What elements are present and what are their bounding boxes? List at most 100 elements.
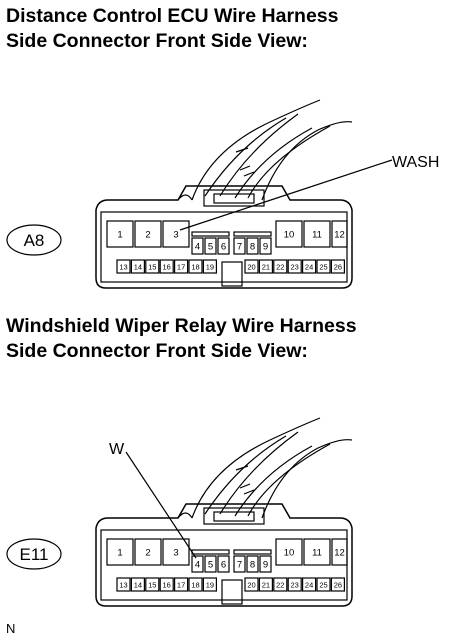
pin-label-24: 24 — [305, 581, 313, 590]
pin-label-15: 15 — [148, 581, 156, 590]
pin-7 — [233, 237, 246, 255]
pin-8 — [246, 237, 259, 255]
callout-leader-line — [125, 451, 197, 559]
pin-21 — [258, 259, 273, 274]
harness-wire-outline-left — [191, 417, 321, 519]
pin-1 — [106, 220, 134, 248]
pin-label-10: 10 — [284, 548, 295, 559]
pin-shoulder — [191, 549, 230, 555]
pin-6 — [217, 555, 230, 573]
harness-wire-line — [247, 125, 331, 199]
harness-wire-line — [204, 117, 287, 197]
pin-label-23: 23 — [291, 581, 299, 590]
pin-label-7: 7 — [237, 560, 242, 571]
pin-label-18: 18 — [191, 581, 199, 590]
pin-16 — [159, 577, 174, 592]
pin-label-6: 6 — [221, 560, 226, 571]
pin-label-6: 6 — [221, 242, 226, 253]
pin-6 — [217, 237, 230, 255]
pin-21 — [258, 577, 273, 592]
pin-label-14: 14 — [134, 263, 142, 272]
pin-label-21: 21 — [262, 581, 270, 590]
pin-22 — [273, 259, 288, 274]
pin-label-1: 1 — [117, 548, 122, 559]
pin-label-3: 3 — [173, 548, 178, 559]
pin-label-4: 4 — [195, 242, 200, 253]
pin-label-22: 22 — [276, 263, 284, 272]
pin-19 — [202, 259, 217, 274]
pin-8 — [246, 555, 259, 573]
pin-15 — [145, 577, 160, 592]
pin-19 — [202, 577, 217, 592]
harness-texture — [235, 465, 255, 495]
pin-label-25: 25 — [319, 581, 327, 590]
pin-label-25: 25 — [319, 263, 327, 272]
key-slot — [221, 579, 243, 605]
pin-5 — [204, 237, 217, 255]
pin-label-14: 14 — [134, 581, 142, 590]
pin-label-19: 19 — [206, 581, 214, 590]
pin-12 — [331, 538, 348, 566]
section-1-title: Distance Control ECU Wire Harness Side C… — [6, 4, 339, 54]
pin-label-4: 4 — [195, 560, 200, 571]
pin-25 — [316, 259, 331, 274]
latch-inner — [213, 511, 255, 522]
pin-14 — [130, 577, 145, 592]
callout-leader-line — [179, 159, 393, 231]
pin-label-9: 9 — [263, 560, 268, 571]
pin-shoulder — [191, 231, 230, 237]
pin-10 — [275, 220, 303, 248]
pin-9 — [259, 555, 272, 573]
pin-label-8: 8 — [250, 560, 255, 571]
pin-label-26: 26 — [334, 581, 342, 590]
callout-label: WASH — [392, 154, 439, 171]
pin-3 — [162, 220, 190, 248]
pin-label-18: 18 — [191, 263, 199, 272]
pin-label-13: 13 — [119, 581, 127, 590]
pin-label-19: 19 — [206, 263, 214, 272]
latch — [203, 507, 265, 525]
pin-label-11: 11 — [312, 230, 322, 241]
pin-label-21: 21 — [262, 263, 270, 272]
pin-20 — [244, 259, 259, 274]
pin-3 — [162, 538, 190, 566]
pin-20 — [244, 577, 259, 592]
pin-label-17: 17 — [177, 581, 185, 590]
connector-id-label: E11 — [20, 545, 49, 564]
wire-harness — [177, 99, 353, 201]
latch-inner — [213, 193, 255, 204]
pin-label-20: 20 — [247, 581, 255, 590]
pin-2 — [134, 538, 162, 566]
pin-18 — [188, 577, 203, 592]
pin-4 — [191, 237, 204, 255]
pin-15 — [145, 259, 160, 274]
harness-wire-outline-right — [261, 439, 353, 519]
key-slot — [221, 261, 243, 287]
pin-label-2: 2 — [145, 548, 150, 559]
pin-18 — [188, 259, 203, 274]
pin-17 — [174, 259, 189, 274]
footer-code: N — [6, 621, 16, 636]
harness-wire-outline-left — [191, 99, 321, 201]
pin-23 — [287, 259, 302, 274]
pin-label-26: 26 — [334, 263, 342, 272]
pin-23 — [287, 577, 302, 592]
pin-4 — [191, 555, 204, 573]
pin-26 — [330, 577, 345, 592]
wire-harness — [177, 417, 353, 519]
pin-label-23: 23 — [291, 263, 299, 272]
pin-10 — [275, 538, 303, 566]
pin-label-20: 20 — [247, 263, 255, 272]
pin-shoulder — [233, 231, 272, 237]
pin-25 — [316, 577, 331, 592]
pin-label-1: 1 — [117, 230, 122, 241]
section-1-title-line1: Distance Control ECU Wire Harness — [6, 5, 339, 27]
pin-label-9: 9 — [263, 242, 268, 253]
connector-id-label: A8 — [24, 231, 45, 250]
pin-label-11: 11 — [312, 548, 322, 559]
connector-id-badge — [6, 538, 62, 570]
pin-12 — [331, 220, 348, 248]
harness-wire-line — [204, 435, 287, 515]
